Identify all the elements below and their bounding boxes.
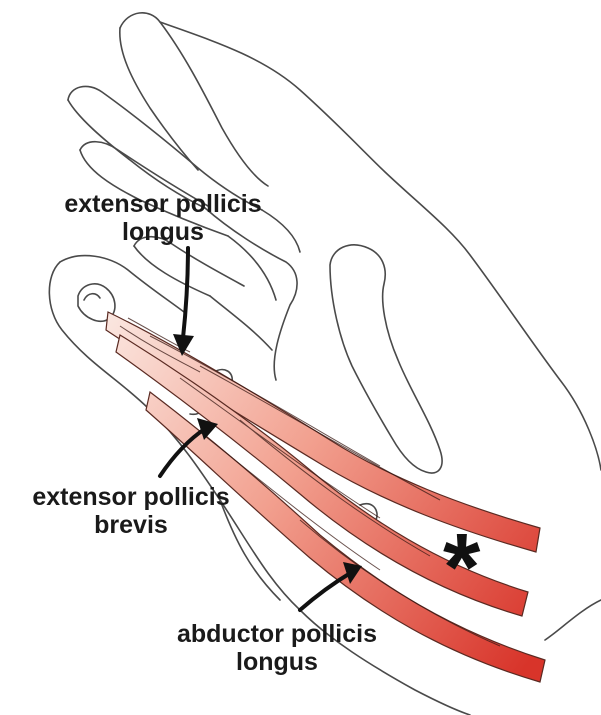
label-line: abductor pollicis [142, 620, 412, 648]
label-line: extensor pollicis [18, 190, 308, 218]
label-line: extensor pollicis [0, 483, 262, 511]
arrow-abductor-pollicis-longus [300, 572, 352, 610]
label-abductor-pollicis-longus: abductor pollicis longus [142, 620, 412, 676]
asterisk-marker: * [443, 520, 503, 580]
label-extensor-pollicis-longus: extensor pollicis longus [18, 190, 308, 246]
arrow-extensor-pollicis-longus [183, 248, 188, 338]
label-line: longus [142, 648, 412, 676]
label-extensor-pollicis-brevis: extensor pollicis brevis [0, 483, 262, 539]
label-line: longus [18, 218, 308, 246]
label-line: brevis [0, 511, 262, 539]
